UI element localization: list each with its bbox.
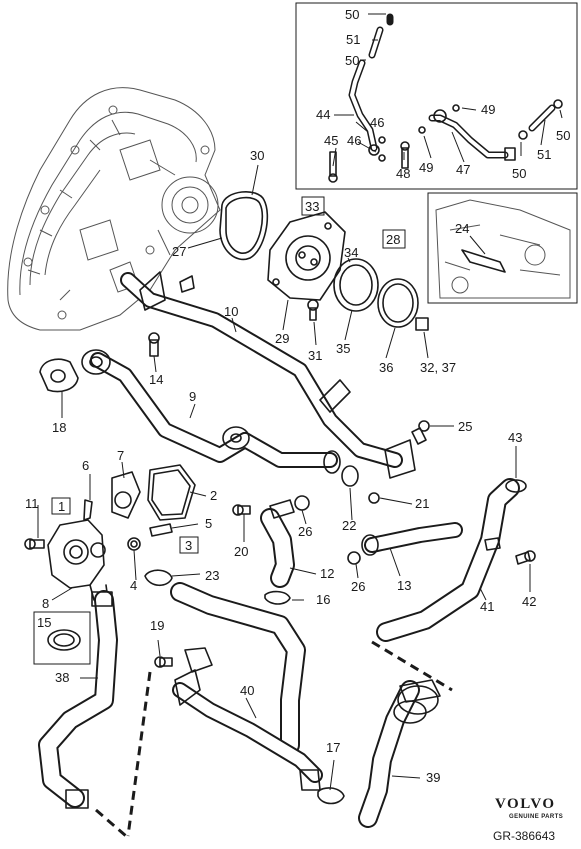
callout-5: 5 [205, 516, 212, 531]
brand-logo: VOLVO [495, 796, 556, 812]
callout-50b: 50 [345, 53, 359, 68]
callout-48: 48 [396, 166, 410, 181]
callout-26b: 26 [351, 579, 365, 594]
callout-12: 12 [320, 566, 334, 581]
callout-9: 9 [189, 389, 196, 404]
hose-12 [232, 495, 317, 605]
boxed-labels [51, 196, 406, 554]
callout-1: 1 [58, 499, 65, 514]
callout-7: 7 [117, 448, 124, 463]
callout-11: 11 [25, 496, 39, 511]
callout-27: 27 [172, 244, 186, 259]
callout-44: 44 [316, 107, 330, 122]
callout-19: 19 [150, 618, 164, 633]
callout-28: 28 [386, 232, 400, 247]
thermostat-housing [24, 461, 207, 601]
callout-20: 20 [234, 544, 248, 559]
callout-46a: 46 [370, 115, 384, 130]
inset-oil-pipe-box [295, 2, 578, 190]
callout-3: 3 [185, 538, 192, 553]
callout-15: 15 [37, 615, 51, 630]
callout-18: 18 [52, 420, 66, 435]
callout-labels: 50 51 50 44 46 46 45 49 50 48 49 47 50 5… [25, 7, 570, 785]
callout-6: 6 [82, 458, 89, 473]
water-pump-assembly [187, 164, 429, 359]
callout-51b: 51 [537, 147, 551, 162]
callout-42: 42 [522, 594, 536, 609]
inset-engine-block-box [427, 192, 578, 304]
callout-16: 16 [316, 592, 330, 607]
callout-21: 21 [415, 496, 429, 511]
callout-47: 47 [456, 162, 470, 177]
hose-39 [358, 640, 453, 828]
pipe-40 [126, 582, 345, 837]
callout-43: 43 [508, 430, 522, 445]
callout-35: 35 [336, 341, 350, 356]
pipe-13 [341, 465, 463, 579]
callout-2: 2 [210, 488, 217, 503]
callout-29: 29 [275, 331, 289, 346]
callout-51a: 51 [346, 32, 360, 47]
callout-49a: 49 [481, 102, 495, 117]
callout-13: 13 [397, 578, 411, 593]
callout-31: 31 [308, 348, 322, 363]
callout-45: 45 [324, 133, 338, 148]
callout-38: 38 [55, 670, 69, 685]
callout-23: 23 [205, 568, 219, 583]
callout-24: 24 [455, 221, 469, 236]
bolt-25 [411, 420, 454, 445]
callout-50c: 50 [556, 128, 570, 143]
callout-8: 8 [42, 596, 49, 611]
callout-10: 10 [224, 304, 238, 319]
callout-50a: 50 [345, 7, 359, 22]
coolant-pipe-10 [120, 271, 416, 479]
callout-36: 36 [379, 360, 393, 375]
footer: VOLVO GENUINE PARTS GR-386643 [493, 796, 563, 843]
callout-17: 17 [326, 740, 340, 755]
callout-40: 40 [240, 683, 254, 698]
callout-46b: 46 [347, 133, 361, 148]
callout-14: 14 [149, 372, 163, 387]
reference-code: GR-386643 [493, 829, 555, 843]
callout-50d: 50 [512, 166, 526, 181]
callout-49b: 49 [419, 160, 433, 175]
callout-39: 39 [426, 770, 440, 785]
callout-33: 33 [305, 199, 319, 214]
callout-34: 34 [344, 245, 358, 260]
callout-30: 30 [250, 148, 264, 163]
hose-38 [38, 590, 127, 838]
callout-32-37: 32, 37 [420, 360, 456, 375]
brand-subtitle: GENUINE PARTS [509, 814, 563, 820]
engine-timing-cover [7, 87, 221, 331]
clamp-15 [33, 611, 91, 665]
gasket-18 [39, 332, 160, 418]
callout-41: 41 [480, 599, 494, 614]
callout-25: 25 [458, 419, 472, 434]
coolant-pipe-9 [81, 349, 341, 474]
pipe-41 [376, 446, 536, 642]
callout-26a: 26 [298, 524, 312, 539]
callout-4: 4 [130, 578, 137, 593]
callout-22: 22 [342, 518, 356, 533]
